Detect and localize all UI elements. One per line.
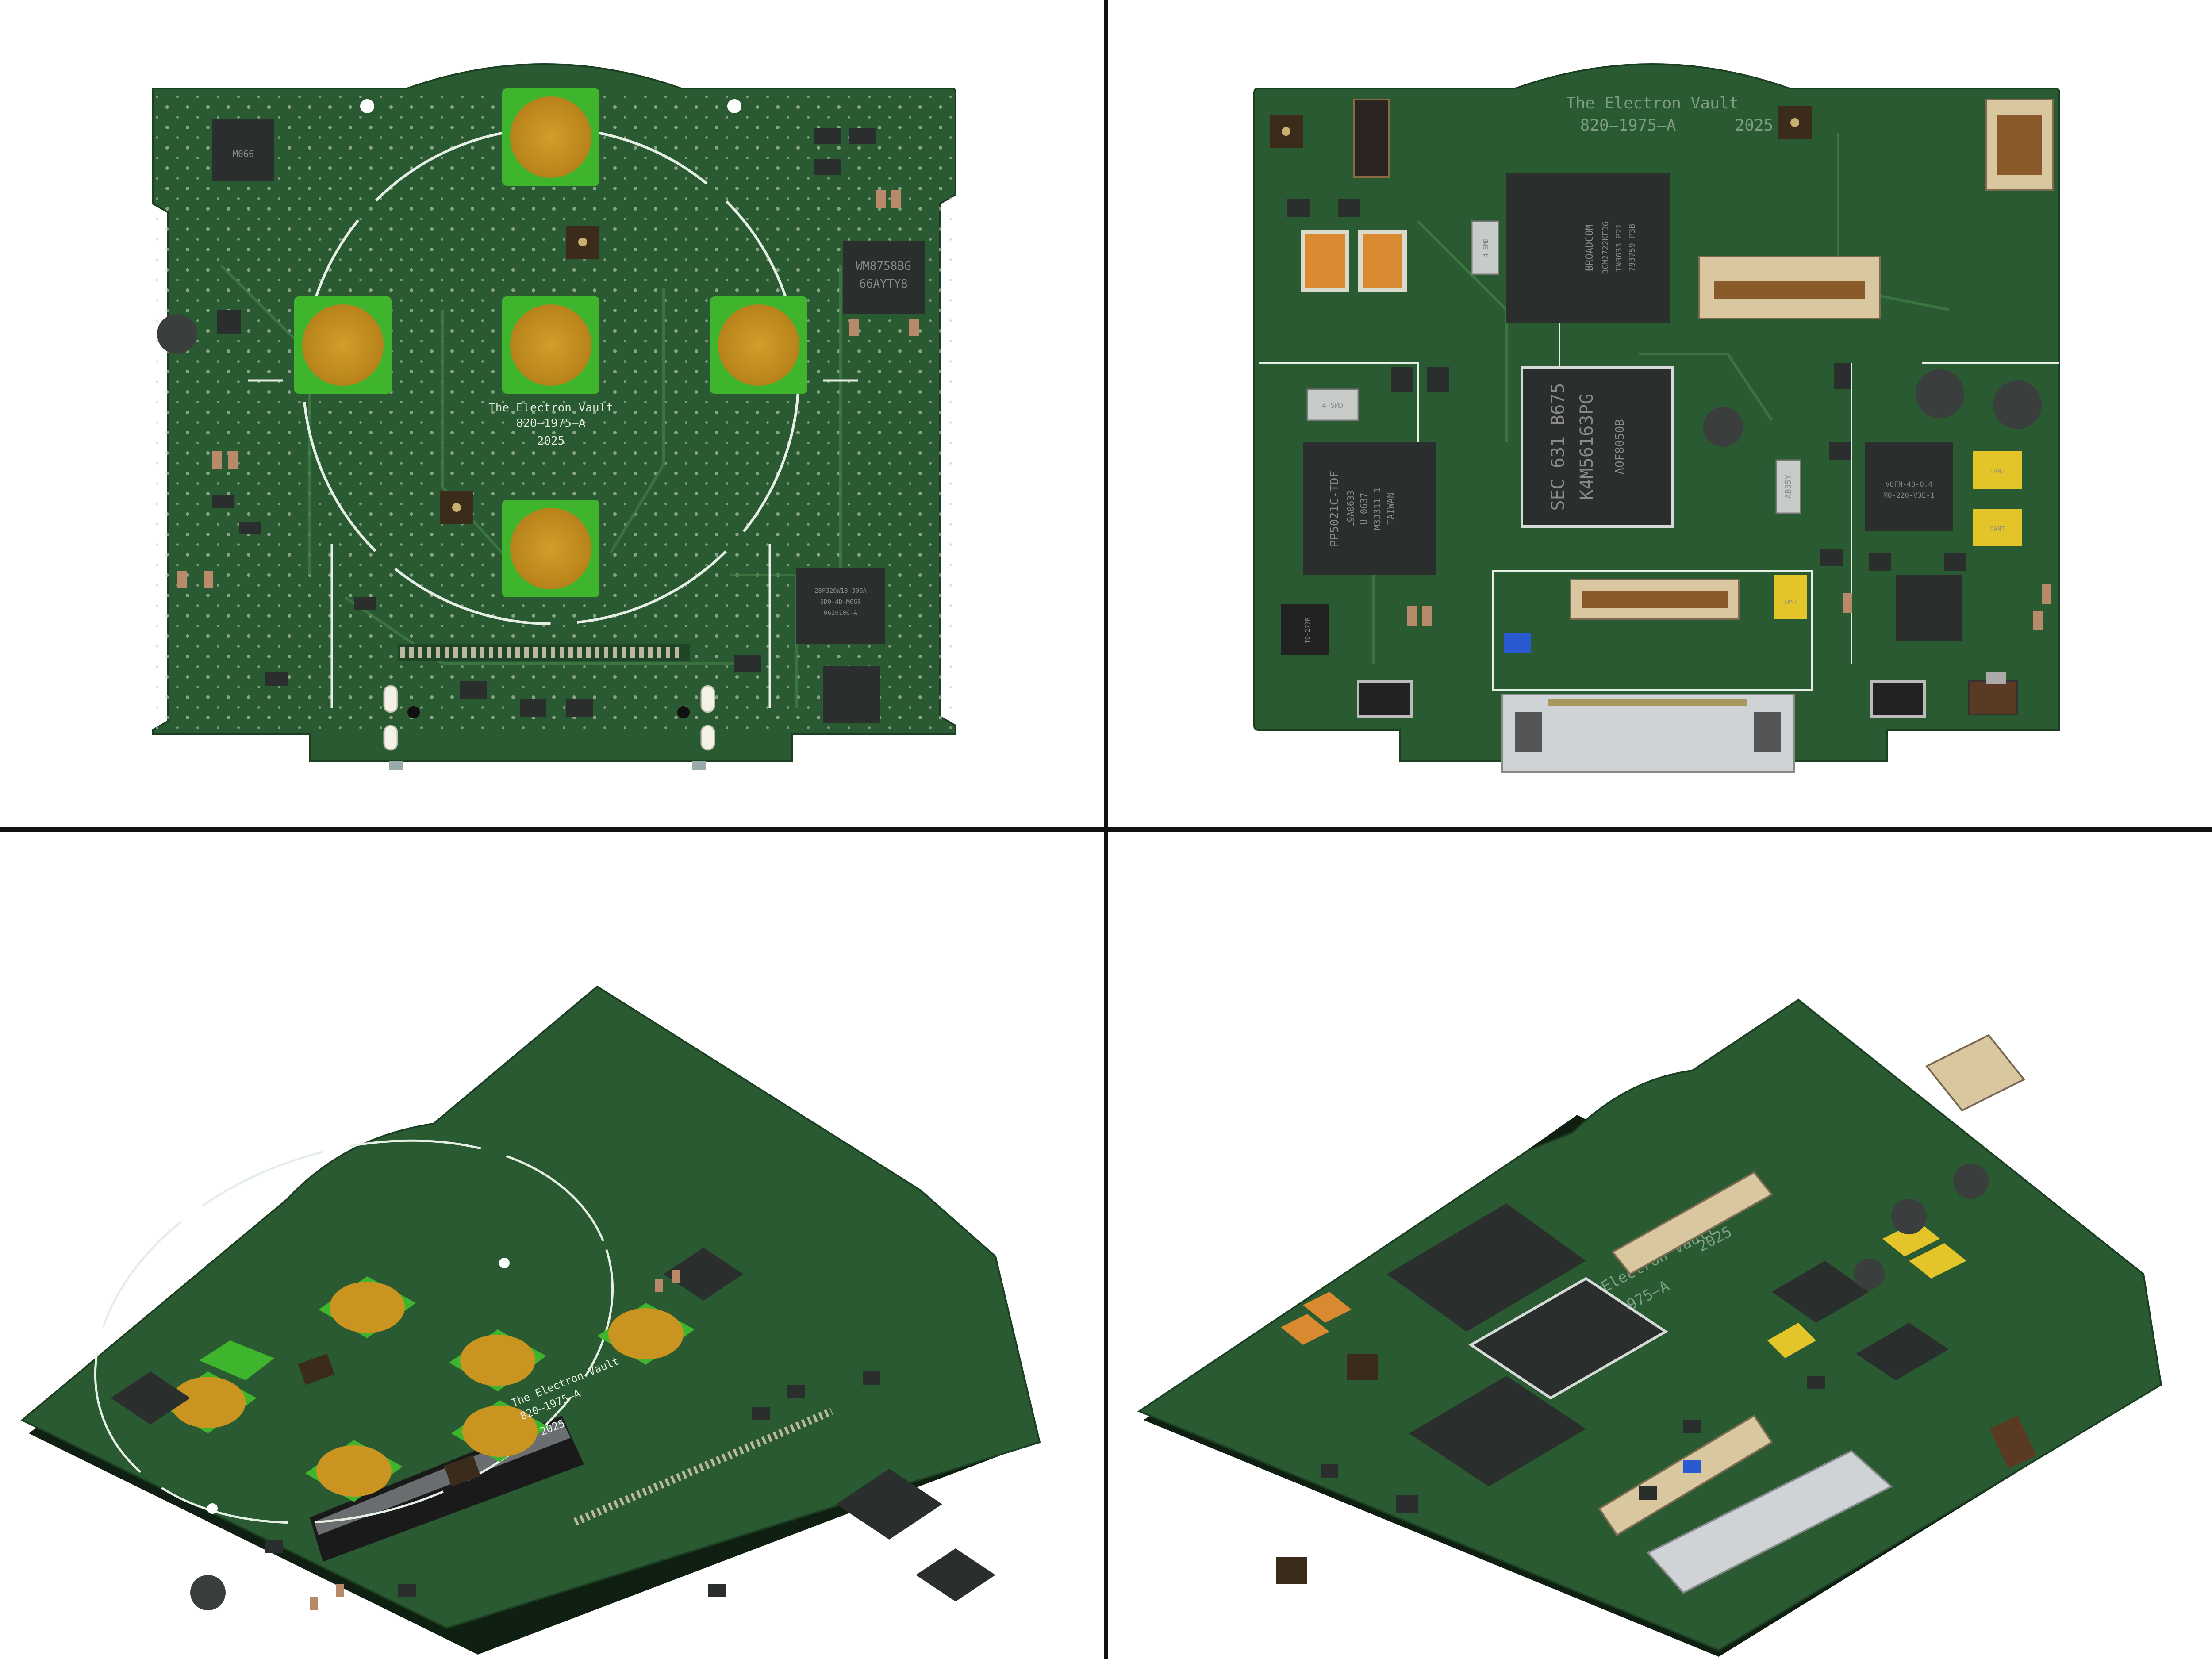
svg-text:TANT: TANT — [1784, 599, 1797, 605]
svg-text:4-SMD: 4-SMD — [1322, 401, 1343, 410]
flash-chip — [836, 1469, 942, 1540]
svg-text:M066: M066 — [233, 149, 254, 159]
svg-text:WM8758BG: WM8758BG — [856, 260, 911, 273]
svg-text:MO-220-V3E-1: MO-220-V3E-1 — [1883, 491, 1935, 499]
pcb-board — [20, 985, 1041, 1629]
svg-text:SEC 631 B675: SEC 631 B675 — [1548, 383, 1568, 511]
board-part-number-text: 820–1975–A — [516, 417, 586, 430]
soc-chip: BROADCOM BCM2722KFBG TN0633 P21 793759 P… — [1506, 173, 1670, 323]
flash-chip: 28F320W18-300A 5D0-4D-M0G8 0620106-A — [796, 568, 885, 644]
svg-text:BCM2722KFBG: BCM2722KFBG — [1601, 221, 1610, 274]
svg-text:28F320W18-300A: 28F320W18-300A — [814, 588, 867, 595]
yellow-tantalum-caps: TANT TANT TANT — [1774, 451, 2022, 619]
memory-chip — [1468, 1277, 1668, 1400]
codec-chip — [664, 1248, 743, 1301]
svg-text:TANT: TANT — [1990, 468, 2005, 475]
svg-text:TANT: TANT — [1990, 526, 2005, 533]
codec-chip: WM8758BG 66AYTY8 — [843, 241, 925, 314]
memory-chip: SEC 631 B675 K4M56163PG AOF8050B — [1521, 366, 1674, 528]
dock-connector — [1501, 694, 1795, 773]
svg-text:66AYTY8: 66AYTY8 — [859, 277, 908, 291]
svg-text:U 0637: U 0637 — [1359, 493, 1369, 525]
pcb-bottom-view-flat: The Electron Vault 820–1975–A 2025 BROAD… — [1108, 0, 2212, 827]
svg-text:0620106-A: 0620106-A — [824, 610, 857, 617]
soc-chip — [1387, 1203, 1586, 1332]
board-year-text: 2025 — [1735, 116, 1774, 134]
svg-text:TN0633 P21: TN0633 P21 — [1614, 224, 1624, 272]
svg-text:TO-277R: TO-277R — [1304, 617, 1311, 644]
qfn-chip — [1772, 1261, 1869, 1323]
svg-text:AOF8050B: AOF8050B — [1613, 419, 1627, 474]
dock-connector — [1646, 1450, 1893, 1594]
power-part: TO-277R — [1281, 604, 1329, 655]
svg-text:K4M56163PG: K4M56163PG — [1577, 394, 1597, 500]
orange-capacitors — [1301, 230, 1407, 292]
pcb-top-view-flat: The Electron Vault 820–1975–A 2025 M066 … — [0, 0, 1104, 827]
svg-text:BROADCOM: BROADCOM — [1584, 224, 1595, 271]
lt-chip — [111, 1371, 190, 1425]
svg-text:TAIWAN: TAIWAN — [1385, 493, 1396, 525]
connector-pin-row — [398, 644, 690, 661]
oscillator: 4-SMD — [1471, 220, 1499, 275]
quadrant-divider-horizontal — [0, 827, 2212, 832]
oscillator-small: 4-SMD — [1306, 388, 1359, 421]
qfn-chip: VQFN-48-0.4 MO-220-V3E-1 — [1865, 442, 1953, 531]
board-brand-text: The Electron Vault — [488, 401, 613, 415]
crystal: AB35Y — [1775, 459, 1801, 514]
controller-chip — [1409, 1376, 1586, 1486]
svg-text:793759 P3B: 793759 P3B — [1628, 224, 1637, 272]
svg-text:AB35Y: AB35Y — [1784, 475, 1793, 499]
board-part-number-text: 820–1975–A — [1580, 116, 1676, 134]
pcb-top-view-isometric: The Electron Vault 820–1975–A 2025 — [0, 832, 1104, 1659]
svg-text:5D0-4D-M0G8: 5D0-4D-M0G8 — [820, 599, 861, 606]
lt-chip: M066 — [212, 119, 274, 181]
board-year-text: 2025 — [537, 434, 565, 448]
button-pads — [294, 88, 807, 597]
controller-chip: PP5021C-TDF L9A0633 U 0637 M3J311 1 TAIW… — [1303, 442, 1436, 575]
svg-text:M3J311 1: M3J311 1 — [1372, 488, 1382, 530]
svg-text:L9A0633: L9A0633 — [1345, 490, 1356, 527]
svg-text:PP5021C-TDF: PP5021C-TDF — [1328, 471, 1341, 547]
svg-text:4-SMD: 4-SMD — [1482, 238, 1490, 257]
pcb-bottom-view-isometric: The Electron Vault 820–1975–A 2025 — [1108, 832, 2212, 1659]
button-pads — [159, 1276, 695, 1502]
svg-text:VQFN-48-0.4: VQFN-48-0.4 — [1886, 480, 1932, 488]
board-brand-text: The Electron Vault — [1566, 94, 1739, 112]
